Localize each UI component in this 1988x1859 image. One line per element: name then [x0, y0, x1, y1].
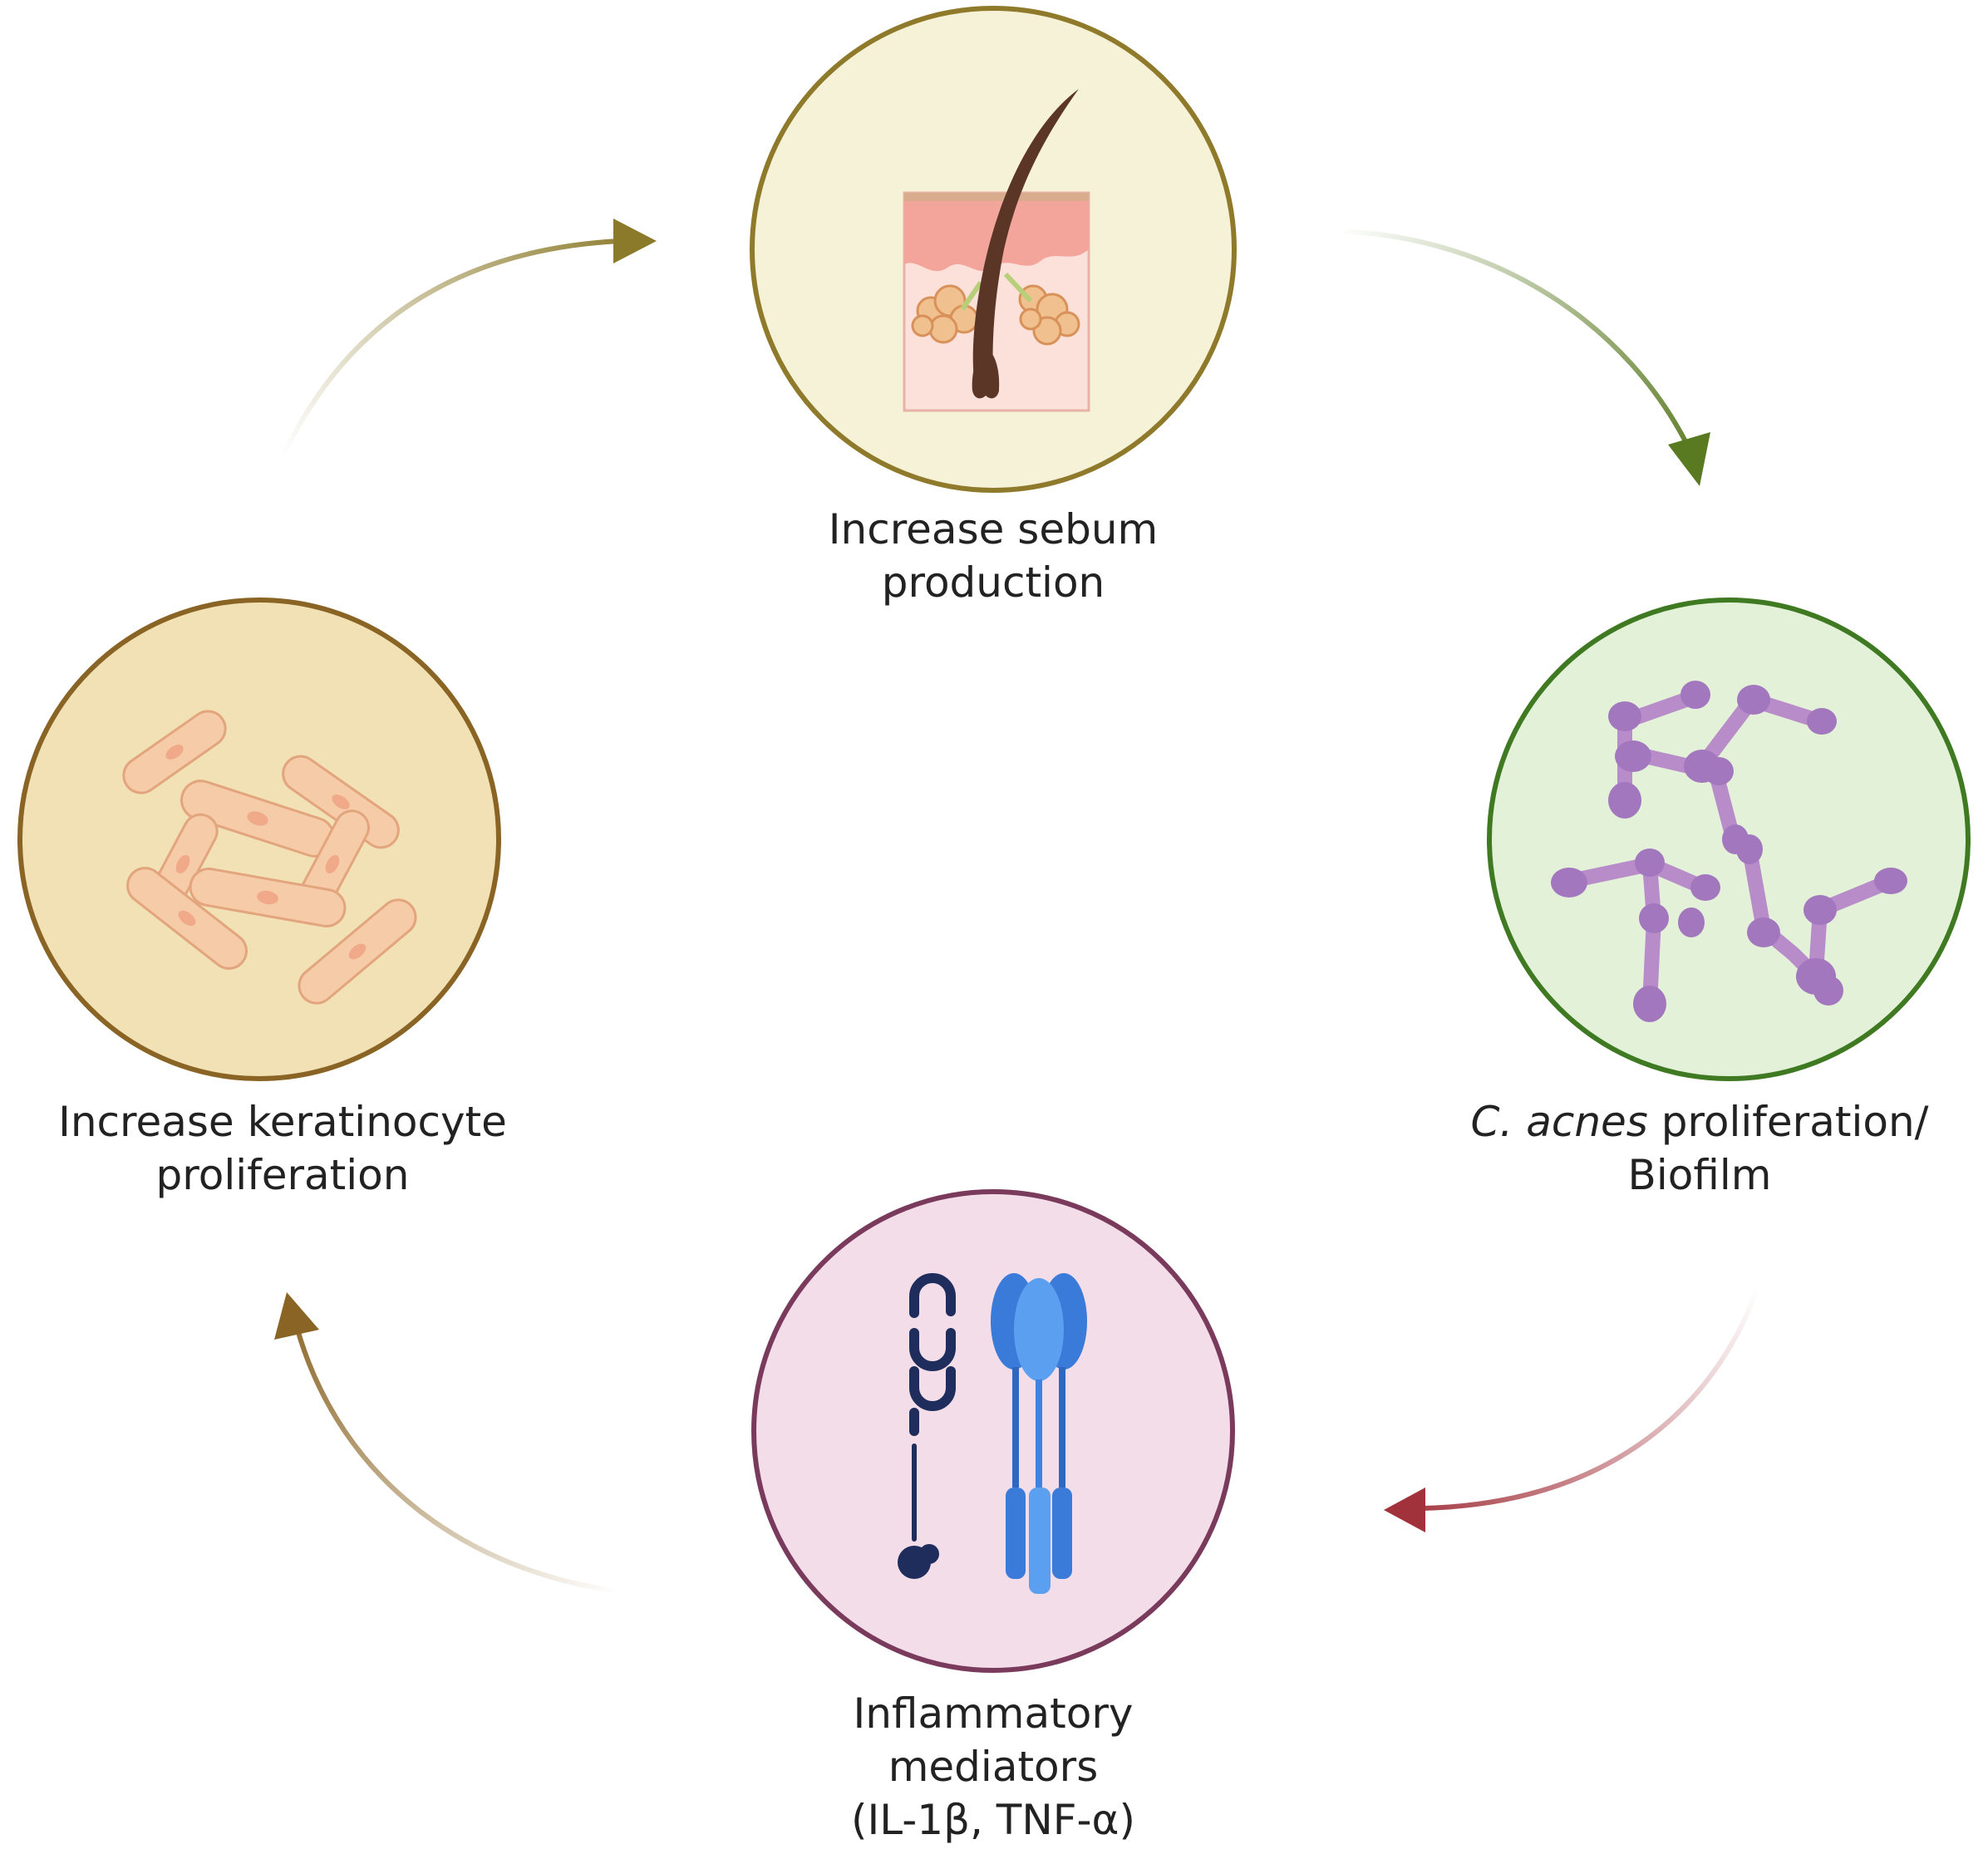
arrow-sebum-to-cacnes: [1337, 229, 1710, 486]
keratinocyte-label-line1: Increase keratinocyte: [58, 1098, 507, 1146]
sebum-label-line2: production: [881, 558, 1105, 607]
cacnes-label-line1: C. acnes proliferation/: [1429, 1095, 1970, 1148]
cacnes-label-rest: proliferation/: [1647, 1098, 1929, 1146]
keratinocyte-label: Increase keratinocyte proliferation: [17, 1095, 549, 1202]
cacnes-node: [1487, 598, 1971, 1081]
inflammatory-label-line1: Inflammatory: [853, 1689, 1134, 1738]
cacnes-label-line2: Biofilm: [1627, 1151, 1772, 1199]
keratinocyte-cells-icon: [122, 710, 417, 1005]
inflammatory-node: [751, 1189, 1235, 1673]
sebum-label-line1: Increase sebum: [828, 505, 1159, 553]
arrow-cacnes-to-inflammatory: [1384, 1286, 1760, 1532]
keratinocyte-label-line2: proliferation: [155, 1151, 410, 1199]
inflammatory-label-line2: mediators: [888, 1743, 1099, 1791]
inflammatory-circle: [751, 1189, 1235, 1673]
arrow-keratinocyte-to-sebum: [280, 219, 657, 459]
cacnes-label: C. acnes proliferation/ Biofilm: [1429, 1095, 1970, 1202]
sebum-node: [750, 6, 1237, 493]
inflammatory-label-line3: (IL-1β, TNF-α): [851, 1796, 1135, 1844]
keratinocyte-node: [17, 598, 501, 1081]
sebum-label: Increase sebum production: [740, 503, 1247, 609]
cytokine-receptor-icon: [898, 1273, 1087, 1594]
inflammatory-label: Inflammatory mediators (IL-1β, TNF-α): [740, 1687, 1247, 1847]
arrow-inflammatory-to-keratinocyte: [274, 1292, 620, 1594]
cacnes-label-species: C. acnes: [1470, 1098, 1648, 1146]
hair-follicle-icon: [903, 89, 1090, 412]
bacteria-cells: [1551, 681, 1907, 1022]
